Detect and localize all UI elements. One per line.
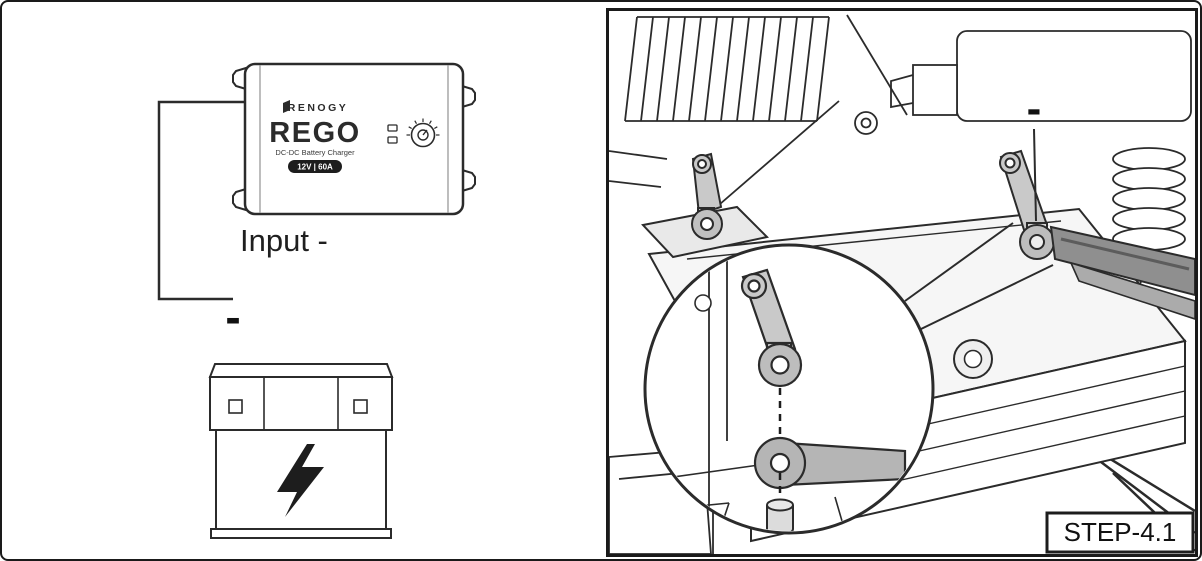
terminal-stud	[766, 498, 794, 531]
zoomed-terminal-clamp	[740, 268, 803, 388]
dc-dc-charger-illustration: RENOGY REGO DC-DC Battery Charger 12V | …	[232, 62, 476, 216]
zoom-inset-content	[647, 251, 907, 531]
led-indicator-icon	[387, 124, 398, 132]
renogy-logo-mark-icon	[283, 100, 290, 113]
battery-base	[210, 528, 392, 539]
charger-body	[243, 62, 465, 216]
battery-terminal-post	[228, 399, 243, 414]
left-terminal-clamp	[641, 152, 770, 259]
input-negative-label: Input -	[240, 223, 328, 258]
selector-dial-icon	[406, 118, 440, 148]
engine-cover	[956, 30, 1192, 122]
wiring-schematic-drawing: RENOGY REGO DC-DC Battery Charger 12V | …	[157, 62, 476, 539]
lightning-bolt-icon	[277, 444, 324, 517]
charger-model: REGO	[269, 117, 360, 149]
charger-rating: 12V | 60A	[297, 163, 333, 172]
right-panel-installation-illustration: -	[606, 8, 1198, 557]
starter-battery-illustration	[208, 363, 394, 539]
polarity-pointer-line	[1033, 128, 1037, 222]
charger-brand: RENOGY	[288, 102, 349, 114]
ribbed-boot	[1112, 147, 1186, 251]
battery-terminal-post	[353, 399, 368, 414]
charger-rating-badge	[288, 160, 342, 173]
zoom-leader-line	[904, 222, 1014, 302]
bolt-head-icon	[694, 294, 712, 312]
zoom-inset-circle	[643, 243, 935, 535]
step-badge: STEP-4.1	[1045, 511, 1195, 554]
step-label: STEP-4.1	[1064, 517, 1177, 547]
charger-product-type: DC-DC Battery Charger	[275, 148, 355, 157]
negative-input-wire	[157, 100, 245, 301]
engine-bay-illustration: -	[609, 14, 1195, 554]
led-indicator-icon	[387, 136, 398, 144]
battery-negative-terminal-label: -	[225, 291, 240, 343]
zoom-leader-line	[920, 264, 1054, 330]
left-panel-wiring-schematic: RENOGY REGO DC-DC Battery Charger 12V | …	[2, 2, 606, 559]
terminal-polarity-label: -	[1027, 84, 1042, 133]
battery-lid	[208, 363, 394, 378]
negative-cable	[1049, 225, 1195, 320]
